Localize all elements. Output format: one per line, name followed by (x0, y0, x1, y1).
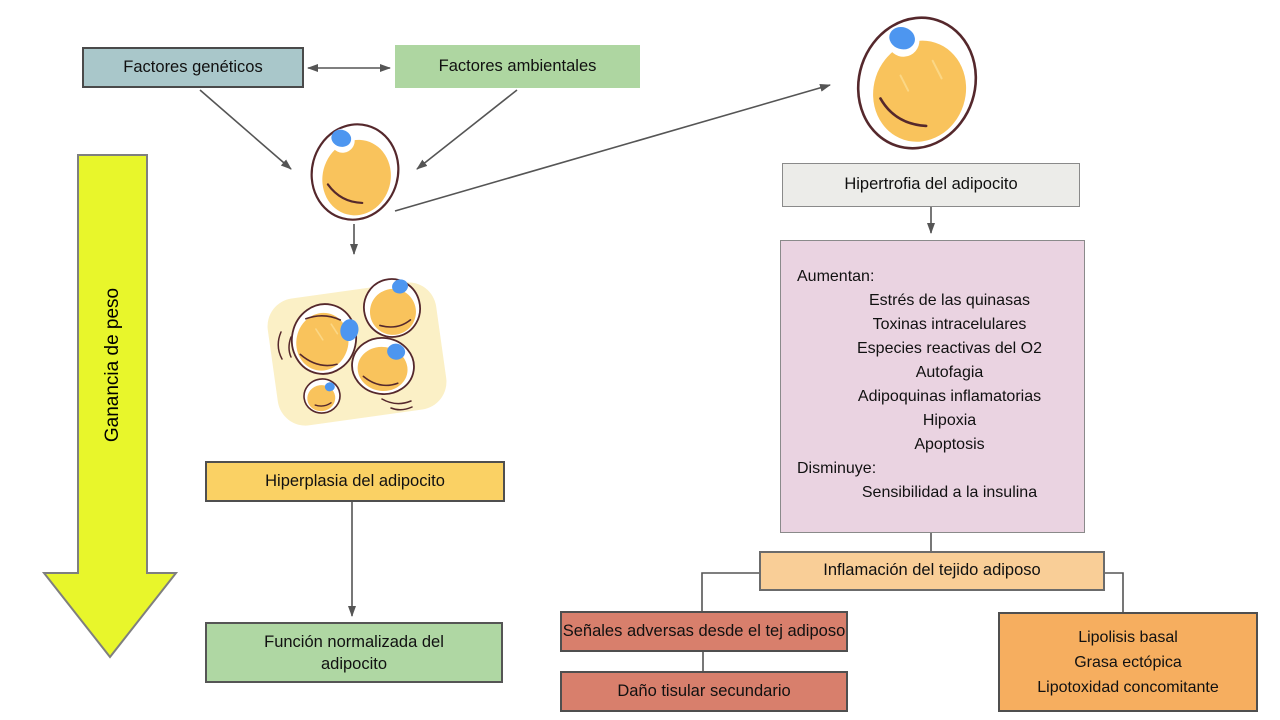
weight-gain-arrow (41, 154, 179, 659)
node-line: Función normalizada del (264, 632, 444, 651)
node-label: Inflamación del tejido adiposo (823, 561, 1041, 580)
node-factores-ambientales: Factores ambientales (395, 45, 640, 88)
node-line: adipocito (320, 654, 388, 673)
node-line: Lipolisis basal (1078, 628, 1178, 646)
node-line: Grasa ectópica (1074, 653, 1182, 671)
adipocyte-small-icon (310, 123, 400, 221)
node-lipolisis: Lipolisis basal Grasa ectópica Lipotoxid… (998, 612, 1258, 712)
node-line: Lipotoxidad concomitante (1037, 678, 1219, 696)
node-label: Factores genéticos (123, 57, 263, 76)
node-label: Hipertrofia del adipocito (844, 175, 1018, 194)
changes-header-aumentan: Aumentan: (797, 268, 875, 285)
changes-item: Toxinas intracelulares (872, 316, 1027, 333)
node-dano-tisular: Daño tisular secundario (560, 671, 848, 712)
node-senales-adversas: Señales adversas desde el tej adiposo (560, 611, 848, 652)
node-funcion-normalizada: Función normalizada del adipocito (205, 622, 503, 683)
connector-inflammation-to-adverse (701, 572, 759, 611)
changes-item: Autofagia (915, 364, 984, 381)
cluster-motion-lines (277, 331, 413, 411)
node-label: Factores ambientales (438, 56, 597, 75)
node-hiperplasia: Hiperplasia del adipocito (205, 461, 505, 502)
node-factores-geneticos: Factores genéticos (82, 47, 304, 88)
node-label: Señales adversas desde el tej adiposo (562, 621, 846, 640)
changes-item: Estrés de las quinasas (869, 292, 1030, 309)
changes-item: Sensibilidad a la insulina (861, 484, 1038, 501)
weight-gain-arrow-label: Ganancia de peso (102, 287, 124, 443)
changes-item: Adipoquinas inflamatorias (857, 388, 1042, 405)
node-cambios-celulares: Aumentan: Estrés de las quinasas Toxinas… (780, 240, 1085, 533)
changes-item: Hipoxia (922, 412, 977, 429)
adipocyte-cluster-icon (267, 278, 447, 426)
node-hipertrofia: Hipertrofia del adipocito (782, 163, 1080, 207)
changes-item: Especies reactivas del O2 (857, 340, 1042, 357)
arrow-cell-to-hypertrophy-cell (394, 83, 831, 212)
node-label: Daño tisular secundario (617, 681, 791, 700)
connector-inflammation-to-lipolysis (1105, 572, 1124, 612)
node-label: Hiperplasia del adipocito (265, 471, 445, 490)
node-inflamacion: Inflamación del tejido adiposo (759, 551, 1105, 591)
changes-item: Apoptosis (914, 436, 985, 453)
arrow-genetic-to-cell (199, 89, 292, 170)
changes-header-disminuye: Disminuye: (797, 460, 877, 477)
arrow-ambient-to-cell (416, 89, 518, 170)
adipocyte-large-icon (856, 16, 978, 150)
